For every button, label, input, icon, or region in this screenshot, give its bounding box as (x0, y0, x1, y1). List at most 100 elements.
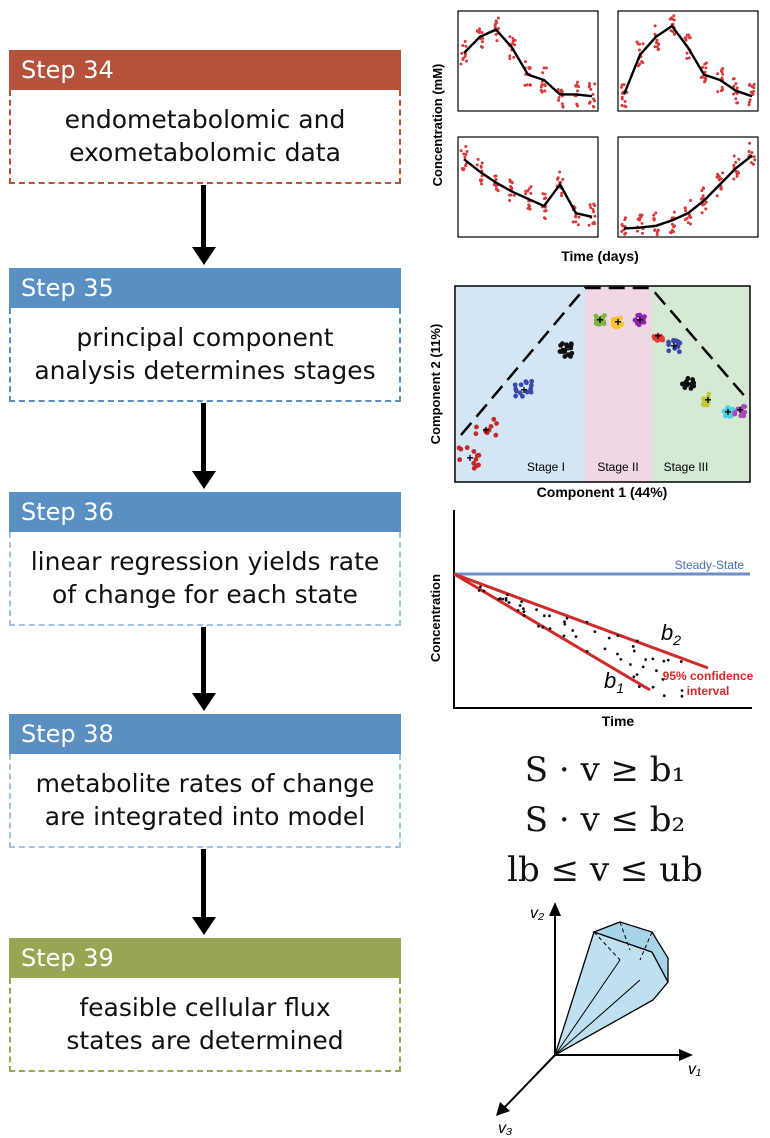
data-point (655, 233, 659, 237)
step-line-1: metabolite rates of change (35, 769, 375, 798)
data-point (592, 210, 596, 214)
data-point (574, 220, 578, 224)
data-point (464, 145, 468, 149)
data-point (544, 66, 548, 70)
data-point (720, 76, 724, 80)
data-point (576, 80, 580, 84)
data-point (672, 225, 676, 229)
regression-point (644, 658, 648, 661)
regression-point (680, 689, 684, 692)
step-line-2: of change for each state (52, 580, 358, 609)
data-point (748, 83, 752, 87)
data-point (684, 38, 688, 42)
data-point (561, 105, 565, 109)
data-point (747, 103, 751, 107)
regression-point (662, 694, 666, 698)
data-point (672, 32, 676, 36)
pca-point (514, 388, 519, 394)
data-point (689, 198, 693, 202)
pca-point (471, 460, 477, 466)
data-point (747, 150, 751, 154)
data-point (638, 216, 642, 220)
data-point (653, 228, 657, 232)
cluster-centroid: + (562, 343, 569, 357)
regression-point (585, 620, 589, 624)
regression-point (565, 616, 569, 620)
regression-point (585, 649, 589, 653)
data-point (700, 75, 704, 79)
data-point (655, 45, 659, 49)
data-point (654, 211, 658, 215)
ci-label-2: interval (687, 684, 730, 698)
data-point (635, 229, 639, 233)
pca-point (611, 316, 617, 322)
data-point (480, 182, 484, 186)
regression-point (548, 614, 551, 618)
data-point (576, 104, 580, 108)
subplot-2 (617, 10, 759, 112)
pca-point (512, 382, 518, 388)
data-point (671, 230, 675, 234)
pca-point (559, 341, 565, 347)
data-point (509, 184, 513, 188)
step-line-1: principal component (76, 323, 334, 352)
data-point (527, 203, 531, 207)
data-point (462, 152, 466, 156)
regression-point (661, 677, 665, 681)
data-point (752, 155, 756, 159)
data-point (592, 97, 596, 101)
cluster-centroid: + (704, 393, 711, 407)
regression-point (629, 663, 632, 666)
data-point (574, 84, 578, 88)
arrowhead-34-35 (192, 247, 216, 265)
regression-point (619, 657, 623, 661)
pca-frame (454, 285, 751, 483)
regression-point (542, 614, 546, 618)
data-point (657, 47, 661, 51)
data-point (704, 66, 708, 70)
regression-point (632, 675, 636, 679)
cluster-centroid: + (684, 377, 691, 391)
data-point (686, 221, 690, 225)
data-point (540, 83, 544, 87)
data-point (641, 42, 645, 46)
data-point (685, 57, 689, 61)
pca-point (518, 382, 524, 388)
cluster-centroid: + (466, 451, 473, 465)
regression-point (504, 597, 508, 600)
data-point (592, 202, 596, 206)
data-point (529, 191, 533, 195)
data-point (461, 56, 465, 60)
data-point (463, 55, 467, 59)
regression-point (603, 647, 607, 651)
data-point (588, 81, 592, 85)
pca-point (524, 389, 530, 395)
data-point (465, 150, 469, 154)
data-point (480, 30, 484, 34)
data-point (508, 57, 512, 61)
pca-point (706, 391, 712, 397)
regression-point (563, 620, 566, 624)
arrow-38-39 (201, 849, 206, 917)
regression-point (616, 652, 619, 656)
regression-point (680, 694, 684, 698)
data-point (481, 36, 485, 40)
data-point (524, 192, 528, 196)
arrow-35-36 (201, 403, 206, 471)
data-point (495, 39, 499, 43)
data-point (715, 72, 719, 76)
regression-point (607, 636, 611, 640)
regression-panel: Steady-State b2 b1 95% confidence interv… (428, 510, 754, 729)
v2-label: v₂ (530, 905, 544, 922)
regression-point (479, 585, 482, 589)
data-point (620, 222, 624, 226)
data-point (476, 157, 480, 161)
data-point (495, 188, 499, 192)
panel2-xlabel: Component 1 (44%) (537, 484, 668, 500)
data-point (475, 29, 479, 33)
data-point (657, 42, 661, 46)
pca-point (682, 385, 688, 391)
